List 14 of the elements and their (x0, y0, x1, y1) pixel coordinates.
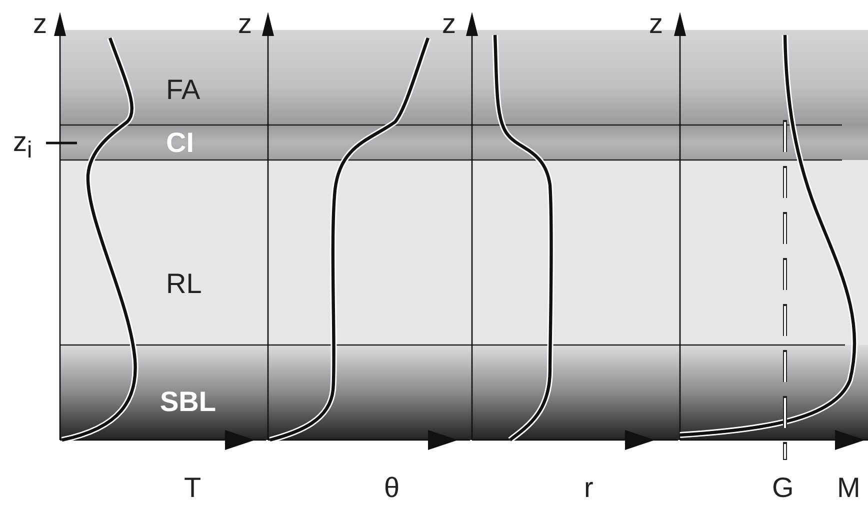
axis-label: z (238, 10, 252, 38)
axis-label: z (33, 10, 47, 38)
axis-label: z (649, 10, 663, 38)
layer-label: SBL (160, 388, 216, 416)
layer-label: FA (166, 76, 200, 104)
height-label: z$_{i}$ (13, 128, 32, 162)
layer-label: CI (166, 129, 194, 157)
axis-label: r (584, 474, 594, 502)
axis-label: T (184, 474, 202, 502)
layer-label: RL (166, 270, 202, 298)
axis-label: G (772, 474, 794, 502)
axis-label: θ (384, 474, 400, 502)
axis-label: z (442, 10, 456, 38)
axis-label: M (837, 474, 860, 502)
